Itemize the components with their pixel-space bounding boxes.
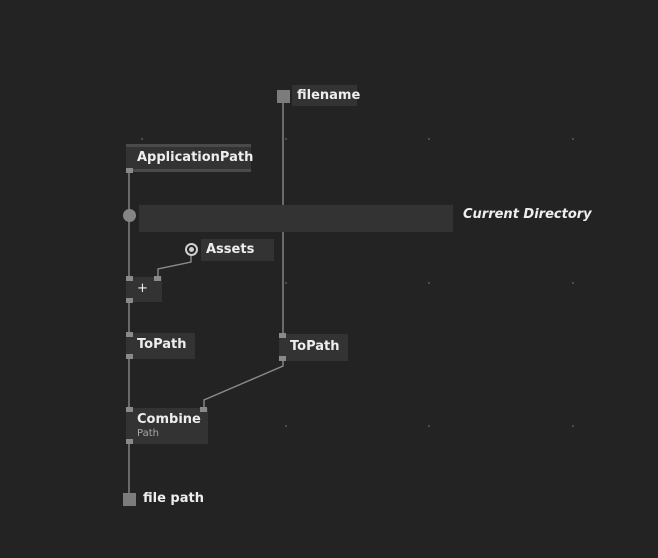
wire-assets-to-plus bbox=[157, 256, 192, 277]
topath-right-output-pin[interactable] bbox=[279, 356, 286, 361]
grid-dot bbox=[141, 138, 143, 140]
plus-output-pin[interactable] bbox=[126, 298, 133, 303]
grid-dot bbox=[285, 282, 287, 284]
application-path-output-pin[interactable] bbox=[126, 168, 133, 173]
plus-input-pin-1[interactable] bbox=[126, 276, 133, 281]
topath-left-output-pin[interactable] bbox=[126, 354, 133, 359]
assets-radio-dot-icon bbox=[189, 247, 194, 252]
current-directory-comment: Current Directory bbox=[463, 207, 592, 222]
combine-input-pin-1[interactable] bbox=[126, 407, 133, 412]
topath-left-input-pin[interactable] bbox=[126, 332, 133, 337]
topath-left-label: ToPath bbox=[137, 337, 187, 352]
assets-iobox[interactable]: Assets bbox=[201, 239, 274, 261]
combine-node[interactable]: Combine Path bbox=[126, 408, 208, 444]
filename-label: filename bbox=[297, 88, 361, 103]
combine-output-pin[interactable] bbox=[126, 439, 133, 444]
topath-right-node[interactable]: ToPath bbox=[279, 334, 348, 361]
plus-label: + bbox=[137, 281, 148, 296]
grid-dot bbox=[428, 425, 430, 427]
topath-left-node[interactable]: ToPath bbox=[126, 333, 195, 359]
combine-label: Combine bbox=[137, 412, 201, 427]
assets-label: Assets bbox=[206, 242, 255, 257]
plus-node[interactable]: + bbox=[126, 277, 162, 302]
grid-dot bbox=[572, 425, 574, 427]
grid-dot bbox=[285, 138, 287, 140]
assets-radio-icon[interactable] bbox=[185, 243, 198, 256]
application-path-label: ApplicationPath bbox=[137, 150, 254, 165]
current-directory-toggle[interactable] bbox=[123, 209, 136, 222]
wire-topath-right-to-combine bbox=[203, 360, 284, 408]
grid-dot bbox=[285, 425, 287, 427]
grid-dot bbox=[428, 138, 430, 140]
grid-dot bbox=[428, 282, 430, 284]
combine-input-pin-2[interactable] bbox=[200, 407, 207, 412]
filename-iobox[interactable]: filename bbox=[292, 85, 361, 106]
combine-category: Path bbox=[137, 428, 159, 439]
file-path-output-square[interactable] bbox=[123, 493, 136, 506]
file-path-label: file path bbox=[143, 491, 204, 506]
application-path-node[interactable]: ApplicationPath bbox=[126, 144, 254, 172]
grid-dot bbox=[572, 138, 574, 140]
current-directory-pad[interactable] bbox=[139, 205, 453, 232]
grid-dot bbox=[572, 282, 574, 284]
plus-input-pin-2[interactable] bbox=[154, 276, 161, 281]
filename-input-square[interactable] bbox=[277, 90, 290, 103]
topath-right-input-pin[interactable] bbox=[279, 333, 286, 338]
topath-right-label: ToPath bbox=[290, 339, 340, 354]
